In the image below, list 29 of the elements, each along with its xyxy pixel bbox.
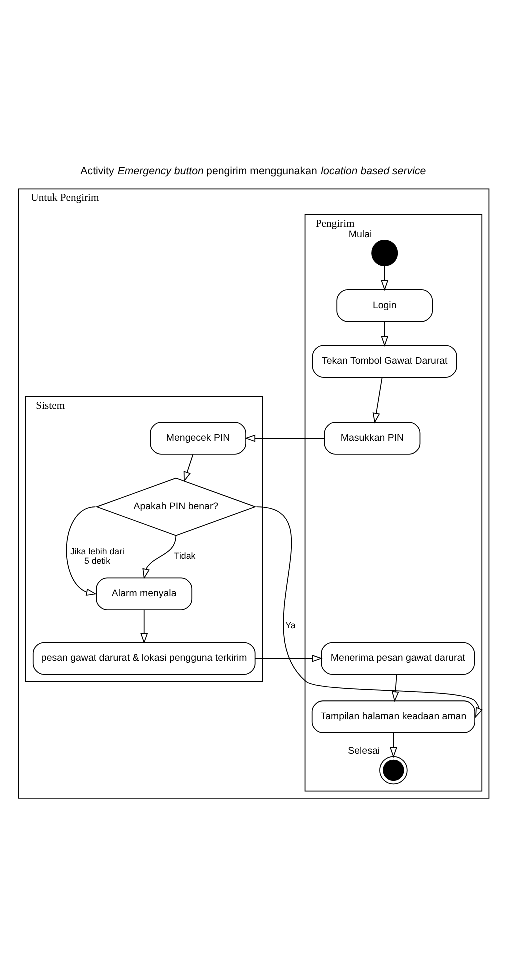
arrow (244, 434, 326, 442)
arrow (390, 732, 398, 758)
node-label: Mulai (348, 230, 372, 241)
node-diamond: Apakah PIN benar? (96, 478, 257, 536)
node-box: Mengecek PIN (150, 422, 246, 455)
arrow (142, 535, 177, 580)
arrow (381, 266, 389, 292)
node-box: Alarm menyala (96, 578, 193, 610)
node-label: Selesai (348, 746, 380, 758)
arrow (66, 506, 98, 596)
edge-label: Tidak (174, 551, 196, 562)
arrow (140, 610, 148, 644)
node-box: Login (336, 290, 434, 322)
arrow (381, 322, 389, 347)
node-circle (380, 756, 408, 785)
node-box: Menerima pesan gawat darurat (321, 642, 476, 676)
node-circle (372, 240, 398, 267)
arrow (372, 377, 383, 424)
arrow (256, 506, 483, 718)
node-box: pesan gawat darurat & lokasi pengguna terkirim (32, 642, 256, 676)
node-box: Tampilan halaman keadaan aman (312, 700, 476, 734)
edge-label: Ya (286, 620, 296, 631)
arrow (392, 674, 400, 702)
arrow (184, 454, 194, 482)
edge-label: Jika lebih dari 5 detik (70, 546, 124, 566)
node-box: Tekan Tombol Gawat Darurat (312, 345, 458, 378)
arrow (254, 654, 323, 662)
diagram-title: Activity Emergency button pengirim menggunakan location based service (80, 166, 426, 178)
node-box: Masukkan PIN (324, 422, 421, 455)
